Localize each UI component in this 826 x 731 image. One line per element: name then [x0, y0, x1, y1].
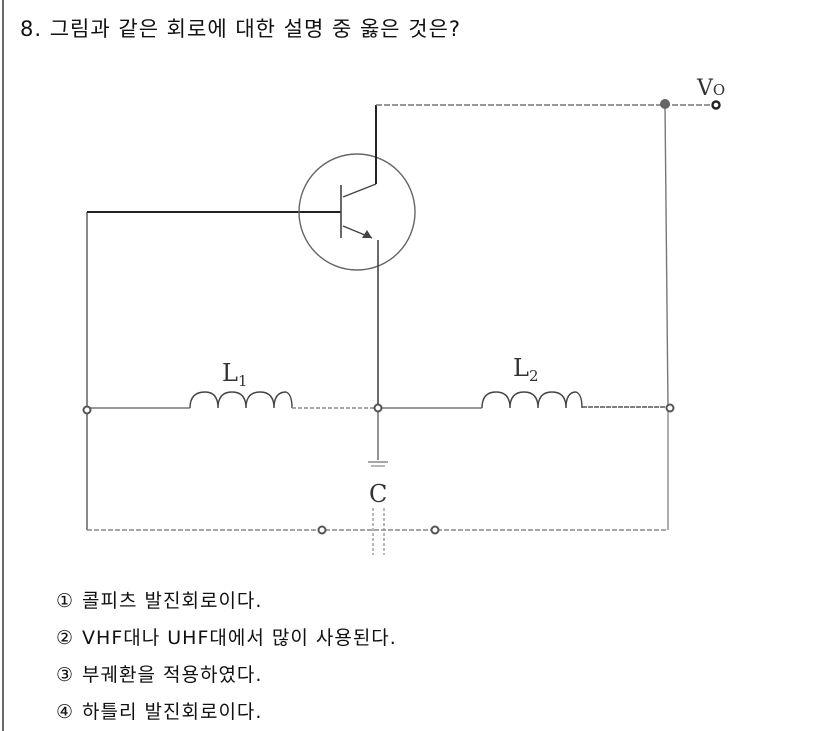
- inductor-l2-icon: [481, 391, 583, 409]
- question-number: 8.: [20, 17, 43, 41]
- junction-nodes: [82, 403, 675, 535]
- output-terminal-icon: [711, 100, 721, 110]
- ground-icon: [368, 461, 388, 467]
- junction-dot: [660, 99, 670, 109]
- inductor-l1-icon: [189, 391, 293, 409]
- capacitor-label: C: [369, 480, 387, 508]
- page-left-border: [2, 0, 4, 731]
- transistor-icon: [298, 153, 416, 271]
- l2-label: L2: [513, 354, 538, 385]
- right-wire: [664, 104, 669, 409]
- emitter-arrow-icon: [362, 230, 372, 238]
- capacitor-icon: [372, 508, 385, 555]
- l1-label: L1: [222, 359, 247, 390]
- circuit-diagram: VO L1 L2 C: [82, 76, 725, 555]
- output-label: VO: [696, 76, 725, 101]
- question-text: 그림과 같은 회로에 대한 설명 중 옳은 것은?: [49, 17, 462, 41]
- question-heading: 8. 그림과 같은 회로에 대한 설명 중 옳은 것은?: [20, 13, 461, 43]
